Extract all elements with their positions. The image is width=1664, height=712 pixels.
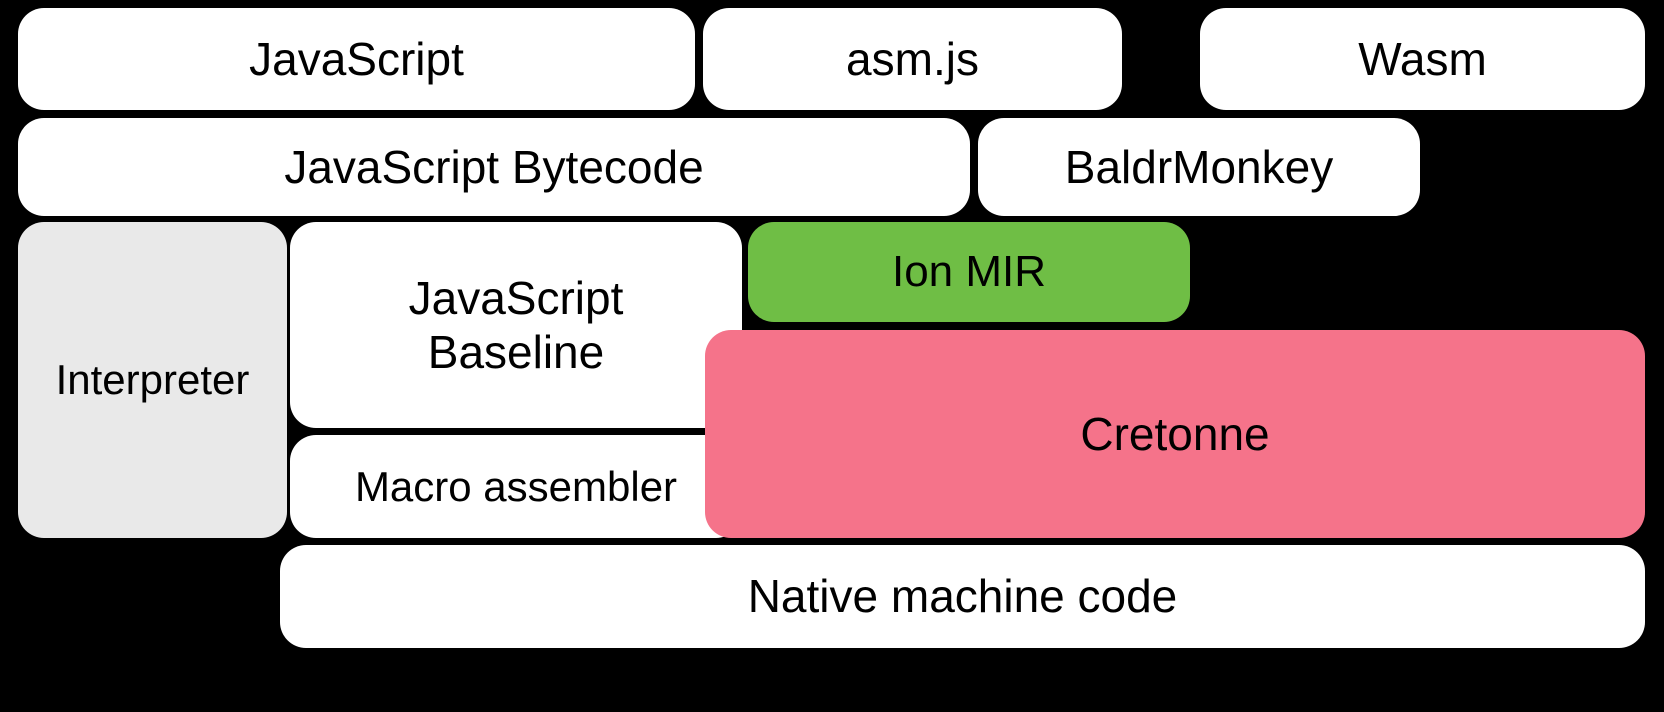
node-native-machine-code: Native machine code [280, 545, 1645, 648]
node-wasm: Wasm [1200, 8, 1645, 110]
node-javascript-baseline: JavaScript Baseline [290, 222, 742, 428]
node-ion-mir: Ion MIR [748, 222, 1190, 322]
node-javascript-bytecode: JavaScript Bytecode [18, 118, 970, 216]
node-javascript: JavaScript [18, 8, 695, 110]
node-cretonne: Cretonne [705, 330, 1645, 538]
node-interpreter: Interpreter [18, 222, 287, 538]
node-macro-assembler: Macro assembler [290, 435, 742, 538]
node-baldrmonkey: BaldrMonkey [978, 118, 1420, 216]
node-asm-js: asm.js [703, 8, 1122, 110]
